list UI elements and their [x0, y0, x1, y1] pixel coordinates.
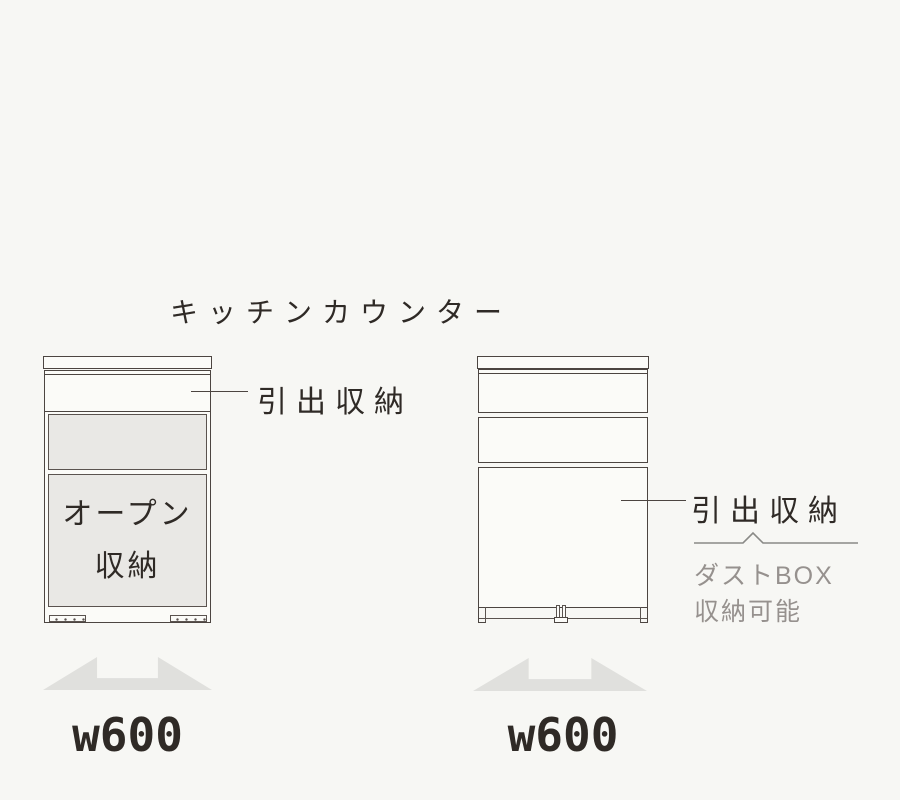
right-cabinet-plinth-leg-left	[479, 607, 486, 623]
left-drawer-leader-line	[191, 391, 248, 392]
right-cabinet-drawer1	[478, 373, 648, 413]
dustbox-brace-line	[694, 531, 858, 544]
right-drawer-leader-line	[621, 500, 686, 501]
right-cabinet-plinth-center-foot	[554, 617, 568, 623]
left-width-arrow	[43, 657, 212, 690]
left-cabinet-drawer-front	[44, 374, 211, 413]
right-width-label: w600	[507, 708, 619, 762]
right-cabinet-countertop	[477, 356, 649, 369]
open-storage-label-line1: オープン	[62, 497, 193, 531]
right-cabinet-plinth-leg-right	[640, 607, 647, 623]
right-drawer-label: 引出収納	[691, 495, 847, 528]
right-cabinet-drawer3	[478, 467, 648, 608]
dustbox-note-line2: 収納可能	[694, 598, 803, 626]
right-width-arrow	[473, 658, 647, 691]
dustbox-note-line1: ダストBOX	[694, 562, 834, 590]
page-title: キッチンカウンター	[170, 297, 513, 328]
right-cabinet-drawer2	[478, 417, 648, 463]
left-cabinet-open-shelf-upper	[48, 414, 207, 470]
open-storage-label: オープン 収納	[48, 474, 207, 607]
right-cabinet-plinth	[478, 607, 648, 623]
left-cabinet-countertop	[43, 356, 212, 369]
left-cabinet-base-vent-right	[170, 615, 207, 622]
left-drawer-label: 引出収納	[257, 386, 413, 419]
left-width-label: w600	[72, 708, 183, 762]
open-storage-label-line2: 収納	[94, 549, 161, 583]
left-cabinet-open-shelf-lower	[48, 474, 207, 607]
left-cabinet-base-vent-left	[49, 615, 86, 622]
